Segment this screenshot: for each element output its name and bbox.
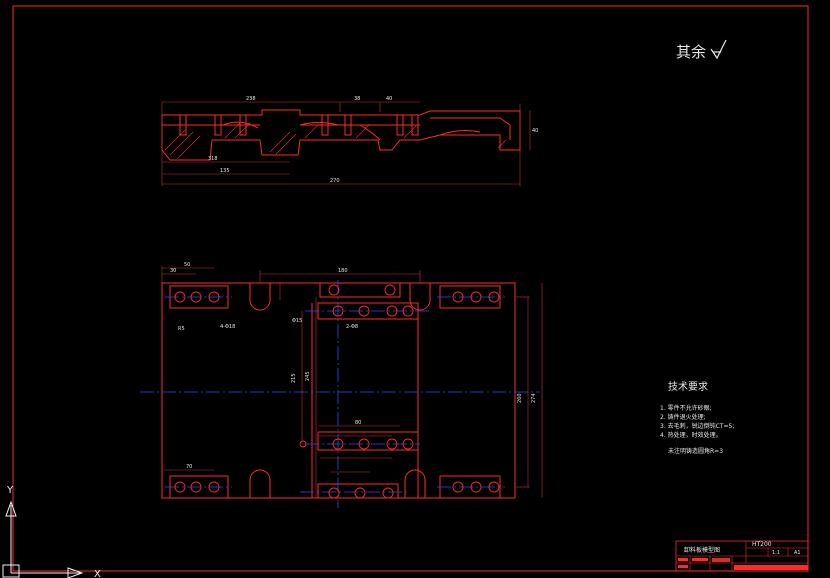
side-view: 238 38 40 318 135 270 40 — [161, 96, 538, 186]
hole-note-1: 4-Φ18 — [220, 324, 235, 330]
title-scale: 1:1 — [772, 550, 780, 556]
dim-right-height: 40 — [532, 128, 538, 134]
tech-requirements: 技术要求 1. 零件不允许砂眼; 2. 铸件退火处理; 3. 去毛刺，锐边倒钝C… — [660, 380, 734, 455]
ucs-y-label: Y — [6, 485, 14, 496]
dim-right-height: 260 — [517, 393, 523, 403]
hole-note-3: Φ15 — [292, 318, 302, 324]
title-sheet: A1 — [794, 550, 801, 556]
dim-center-plate: 80 — [355, 420, 361, 426]
dim-top-mid-a: 38 — [354, 96, 360, 102]
hole-note-2: 2-Φ8 — [346, 324, 358, 330]
dim-bottom-total: 270 — [330, 178, 340, 184]
tech-item-4: 4. 热处理，时效处理。 — [660, 431, 722, 439]
tech-note: 未注明铸造圆角R=3 — [668, 447, 723, 455]
tech-heading: 技术要求 — [668, 380, 708, 393]
dim-left-height: 245 — [305, 371, 311, 381]
dim-top-center: 180 — [338, 268, 348, 274]
dim-left-inner: 215 — [291, 373, 297, 383]
tech-item-2: 2. 铸件退火处理; — [660, 413, 706, 421]
sheet-outer-border — [12, 5, 809, 572]
dim-top-overall: 238 — [246, 96, 256, 102]
dim-top-mid-b: 40 — [386, 96, 392, 102]
tech-item-3: 3. 去毛刺，锐边倒钝CT=5; — [660, 422, 734, 430]
title-block: 卸料板模型图 HT200 1:1 A1 — [675, 540, 809, 572]
dim-right-total: 274 — [531, 393, 537, 403]
title-material: HT200 — [752, 541, 772, 548]
dim-bottom-inner: 318 — [208, 156, 218, 162]
dim-bottom-mid: 135 — [220, 168, 230, 174]
roughness-symbol-icon — [710, 39, 727, 60]
dim-top-left-b: 30 — [170, 268, 176, 274]
hole-note-4: R5 — [178, 326, 185, 332]
roughness-note: 其余 — [676, 43, 706, 61]
title-drawing-name: 卸料板模型图 — [684, 546, 720, 554]
tech-item-1: 1. 零件不允许砂眼; — [660, 404, 712, 412]
ucs-x-label: X — [94, 569, 101, 578]
ucs-axis-icon — [2, 500, 84, 578]
plan-view: 50 30 180 260 274 245 215 80 70 4-Φ18 2-… — [140, 262, 543, 508]
dim-bottom-left: 70 — [186, 464, 192, 470]
dim-top-left-a: 50 — [184, 262, 190, 268]
